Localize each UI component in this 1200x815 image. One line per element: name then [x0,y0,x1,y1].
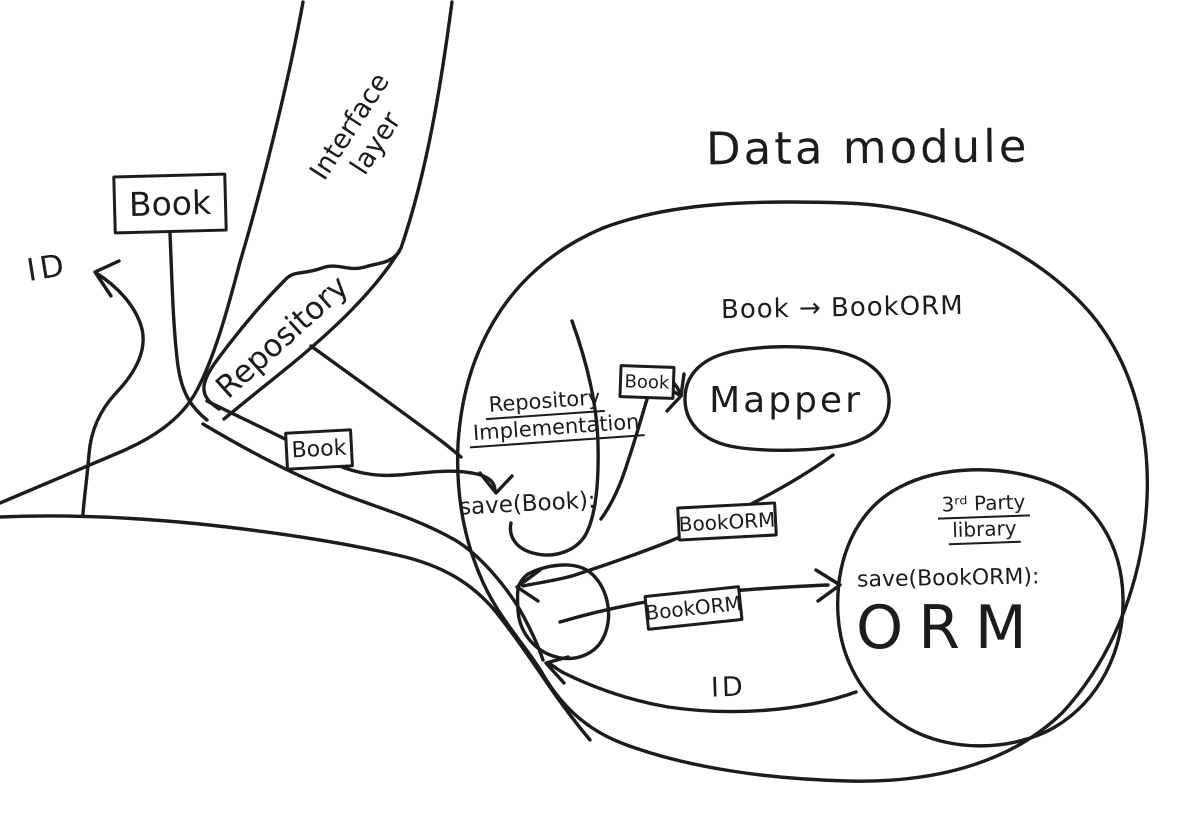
orm-circle [836,468,1125,748]
bookorm-upper-label: BookORM [678,506,776,537]
mapper-to-junction-curve [521,453,835,588]
id-return-arrowhead [544,655,570,685]
book-entity-top-label: Book [128,182,212,225]
repository-to-impl-line [309,344,463,459]
mapper-label: Mapper [709,380,863,421]
book-entity-top-box: Book [112,172,228,235]
data-module-boundary [455,200,1150,783]
book-top-connector [168,231,209,422]
lower-channel-curve [201,422,545,662]
book-to-bookorm-note: Book → BookORM [720,290,964,326]
bookorm-upper-box: BookORM [676,501,778,542]
id-output-curve [81,271,145,516]
third-party-library-label: 3ʳᵈ Party library [919,490,1049,546]
save-bookorm-call-label: save(BookORM): [856,564,1040,593]
third-party-line2: library [947,516,1022,546]
repository-band-curve [202,250,401,411]
id-output-label: ID [24,247,71,289]
id-return-label: ID [710,671,747,704]
book-entity-mid-box: Book [284,428,354,471]
bottom-sweep-curve [0,514,592,742]
data-module-title: Data module [705,119,1030,176]
book-input-label: Book [624,370,670,394]
book-input-box: Book [618,364,676,400]
orm-label: ORM [856,593,1042,663]
interface-band-right-curve [222,0,454,421]
id-output-arrowhead [93,259,121,298]
bookorm-lower-label: BookORM [644,591,743,625]
repository-implementation-label: Repository Implementation [466,384,645,449]
book-entity-mid-label: Book [290,435,347,464]
id-return-curve [547,661,858,714]
mapper-ellipse [683,345,891,452]
save-book-arrowhead [478,471,514,495]
repository-impl-pocket [508,319,600,557]
junction-blob [515,563,611,661]
